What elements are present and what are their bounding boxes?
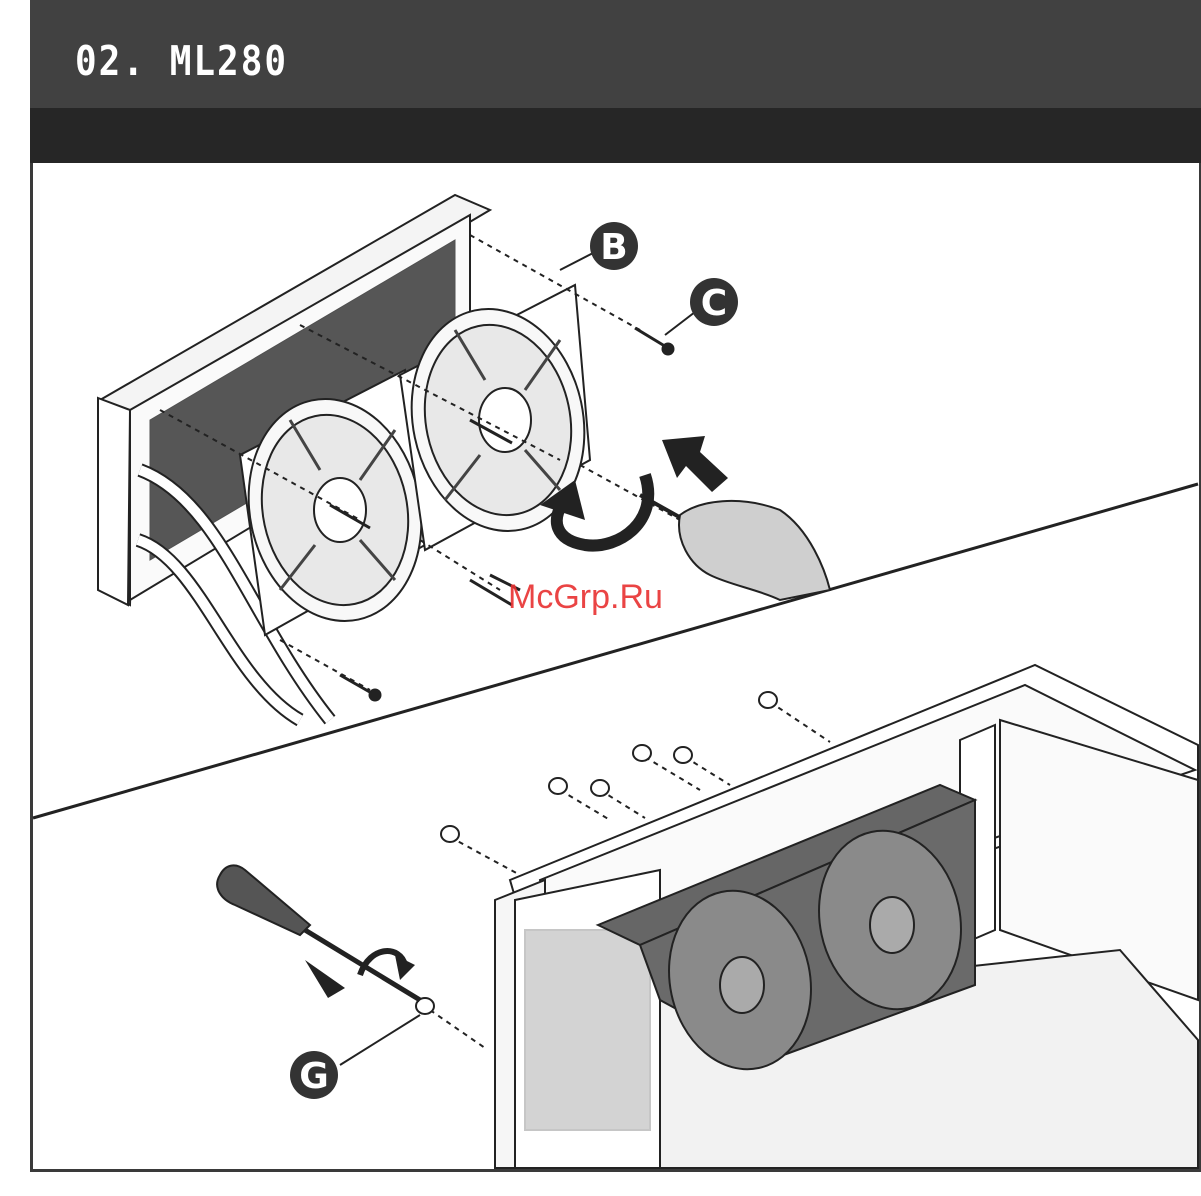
callout-b-leader xyxy=(560,252,595,270)
callout-c-label: C xyxy=(701,283,727,324)
callout-b-label: B xyxy=(600,227,627,268)
callout-c-leader xyxy=(665,312,695,335)
callout-g-leader xyxy=(340,1015,420,1065)
hand-illustration xyxy=(679,501,830,600)
screwdriver-push-arrow-icon xyxy=(305,960,345,998)
callout-g-label: G xyxy=(299,1056,329,1097)
watermark-text: McGrp.Ru xyxy=(508,578,663,617)
push-arrow-icon xyxy=(662,436,728,492)
